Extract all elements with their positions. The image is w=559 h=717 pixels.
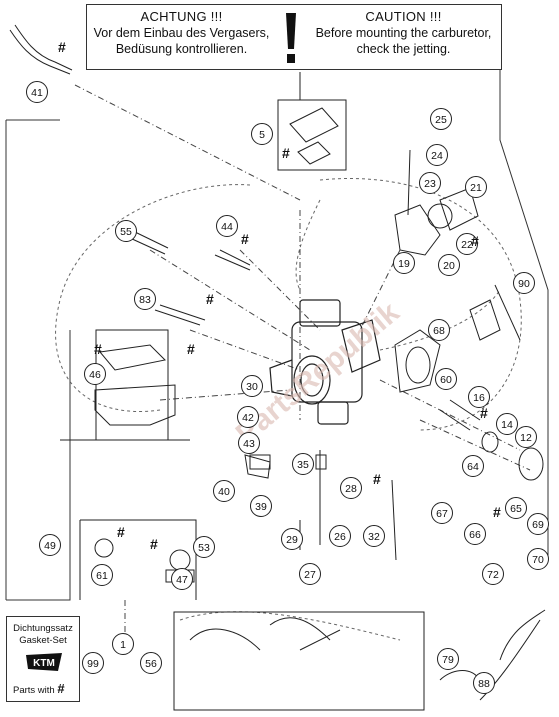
caution-en-line1: Before mounting the carburetor, [315, 26, 492, 40]
hash-marker-5: # [206, 291, 214, 307]
part-label-53: 53 [193, 536, 215, 558]
part-label-24: 24 [426, 144, 448, 166]
hash-marker-12: # [493, 504, 501, 520]
cable-loop-mid [379, 289, 501, 351]
leader-12 [419, 419, 531, 471]
hash-marker-2: # [282, 145, 290, 161]
top-cover [277, 72, 347, 171]
hash-marker-1: # [58, 39, 66, 55]
caution-en-title: CAUTION !!! [365, 9, 442, 24]
leader-bowl [159, 389, 291, 401]
hash-marker-11: # [150, 536, 158, 552]
float-bowl [60, 329, 190, 441]
caution-notice: ACHTUNG !!! Vor dem Einbau des Vergasers… [86, 4, 502, 70]
hose-41 [9, 24, 73, 75]
part-label-22: 22 [456, 233, 478, 255]
cable-hose [295, 199, 321, 291]
hash-marker-3: # [471, 233, 479, 249]
hash-marker-6: # [94, 341, 102, 357]
part-label-55: 55 [115, 220, 137, 242]
ktm-logo-icon: KTM [26, 653, 62, 671]
gasket-set-legend: Dichtungssatz Gasket-Set KTM Parts with … [6, 616, 80, 702]
gasket-line3: Parts with # [13, 681, 65, 696]
part-label-64: 64 [462, 455, 484, 477]
part-label-70: 70 [527, 548, 549, 570]
part-label-42: 42 [237, 406, 259, 428]
part-label-14: 14 [496, 413, 518, 435]
part-label-21: 21 [465, 176, 487, 198]
part-label-41: 41 [26, 81, 48, 103]
part-label-26: 26 [329, 525, 351, 547]
part-label-72: 72 [482, 563, 504, 585]
part-label-16: 16 [468, 386, 490, 408]
part-label-27: 27 [299, 563, 321, 585]
leader-44 [239, 249, 321, 331]
leader-83 [189, 329, 301, 371]
part-label-12: 12 [515, 426, 537, 448]
part-label-60: 60 [435, 368, 457, 390]
hash-marker-10: # [117, 524, 125, 540]
part-label-61: 61 [91, 564, 113, 586]
part-label-25: 25 [430, 108, 452, 130]
part-label-30: 30 [241, 375, 263, 397]
hash-marker-4: # [241, 231, 249, 247]
svg-text:KTM: KTM [33, 658, 55, 669]
part-label-88: 88 [473, 672, 495, 694]
part-label-40: 40 [213, 480, 235, 502]
gasket-line2: Gasket-Set [19, 635, 67, 646]
part-label-69: 69 [527, 513, 549, 535]
cable-bottom [179, 611, 401, 641]
part-label-43: 43 [238, 432, 260, 454]
part-label-23: 23 [419, 172, 441, 194]
caution-english: CAUTION !!! Before mounting the carburet… [311, 9, 496, 57]
caution-en-line2: check the jetting. [356, 42, 451, 56]
jets [244, 450, 397, 561]
watermark: PartsRepublik [230, 296, 406, 451]
part-label-49: 49 [39, 534, 61, 556]
part-label-29: 29 [281, 528, 303, 550]
part-label-32: 32 [363, 525, 385, 547]
frame-outline [5, 70, 549, 600]
hash-marker-9: # [373, 471, 381, 487]
cable-loop-top [55, 184, 251, 412]
part-label-99: 99 [82, 652, 104, 674]
part-label-65: 65 [505, 497, 527, 519]
cover-68 [394, 329, 441, 393]
hash-marker-7: # [187, 341, 195, 357]
part-label-1: 1 [112, 633, 134, 655]
caution-de-title: ACHTUNG !!! [140, 9, 223, 24]
idle-screws [129, 231, 251, 326]
part-label-39: 39 [250, 495, 272, 517]
frame-left [6, 330, 71, 601]
part-label-44: 44 [216, 215, 238, 237]
gasket-line1: Dichtungssatz [13, 623, 73, 634]
part-label-67: 67 [431, 502, 453, 524]
part-label-66: 66 [464, 523, 486, 545]
hash-marker-8: # [480, 405, 488, 421]
caution-de-line2: Bedüsung kontrollieren. [115, 42, 248, 56]
part-label-46: 46 [84, 363, 106, 385]
carburetor-body [269, 299, 381, 425]
exclamation-icon [286, 13, 296, 63]
part-label-20: 20 [438, 254, 460, 276]
part-label-35: 35 [292, 453, 314, 475]
caution-german: ACHTUNG !!! Vor dem Einbau des Vergasers… [89, 9, 274, 57]
part-label-28: 28 [340, 477, 362, 499]
caution-de-line1: Vor dem Einbau des Vergasers, [93, 26, 270, 40]
part-label-5: 5 [251, 123, 273, 145]
leader-41 [74, 84, 301, 201]
pulley-assembly [439, 284, 544, 481]
part-label-56: 56 [140, 652, 162, 674]
part-label-79: 79 [437, 648, 459, 670]
part-label-90: 90 [513, 272, 535, 294]
throttle-sensor [394, 149, 479, 256]
part-label-83: 83 [134, 288, 156, 310]
vent-hoses [173, 609, 546, 711]
part-label-68: 68 [428, 319, 450, 341]
part-label-47: 47 [171, 568, 193, 590]
leader-55 [149, 249, 311, 351]
part-label-19: 19 [393, 252, 415, 274]
